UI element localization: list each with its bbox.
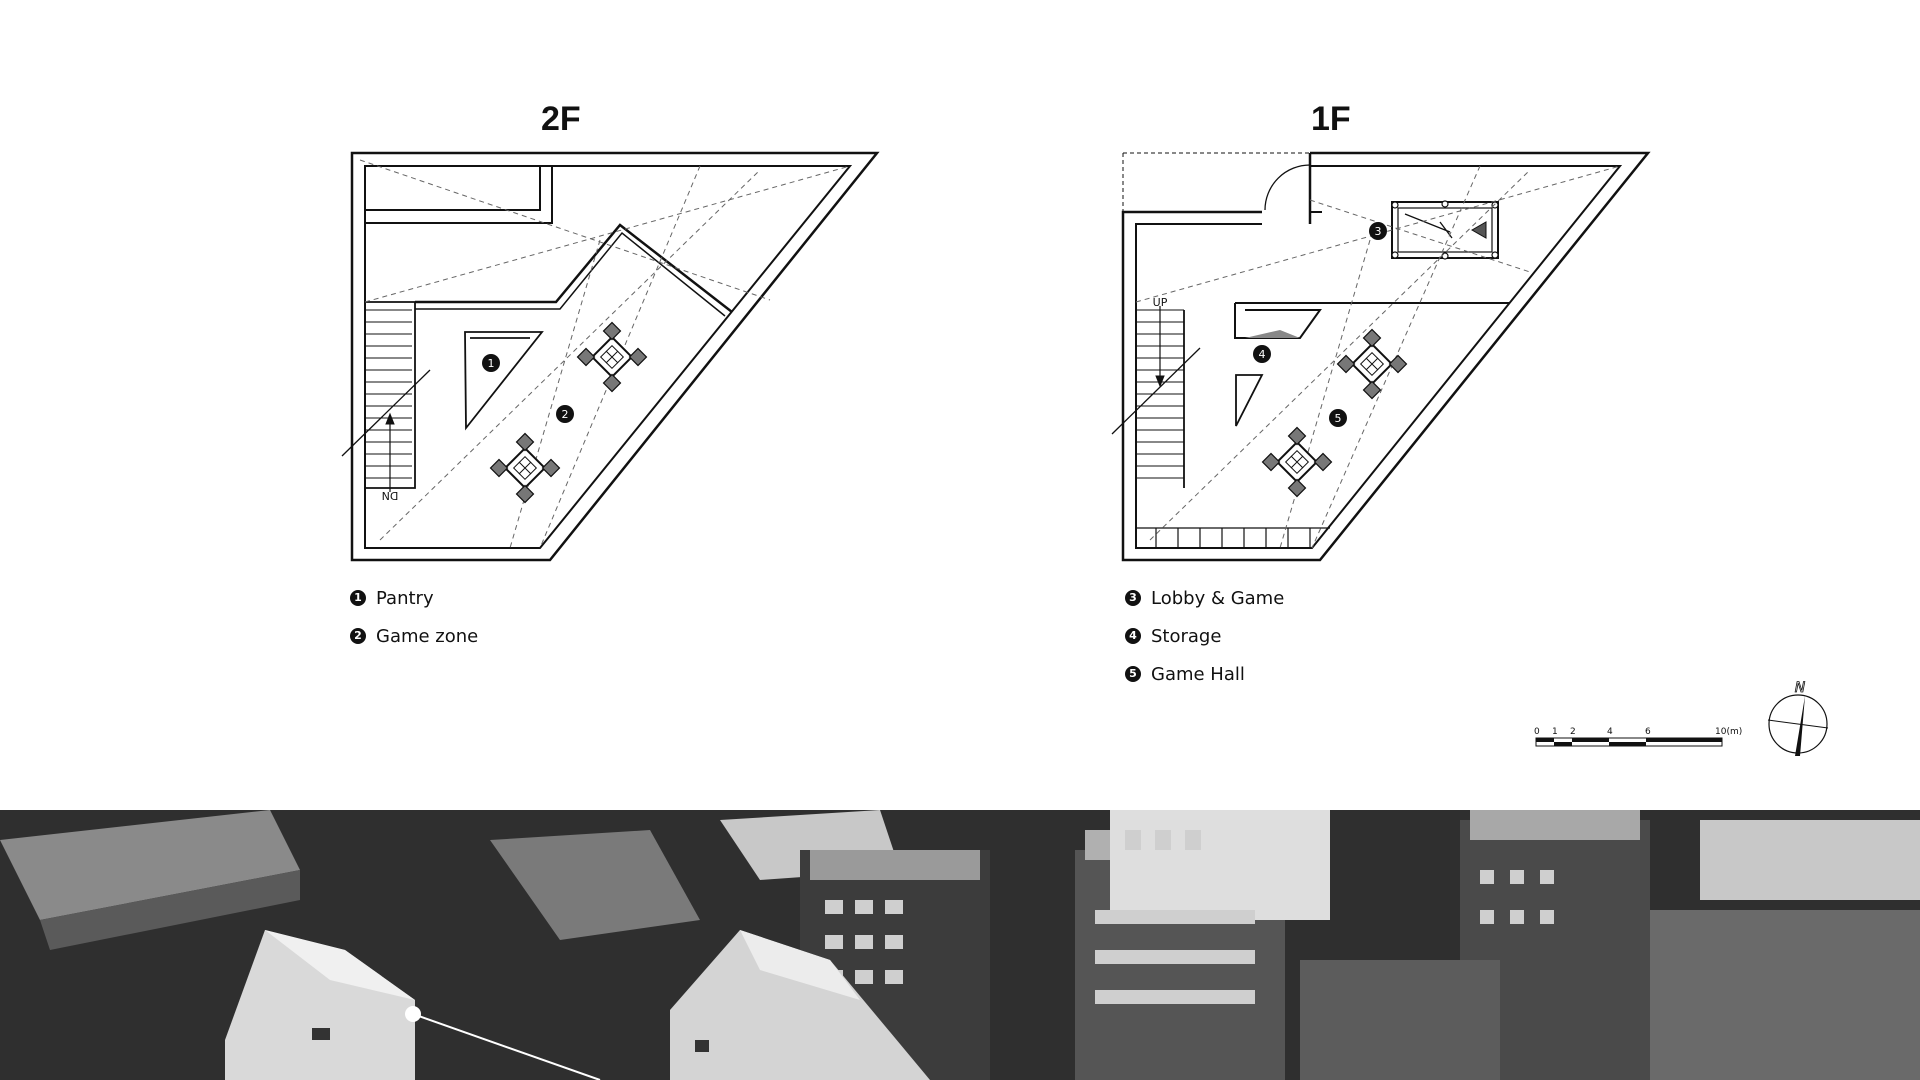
legend-label: Pantry	[376, 587, 434, 609]
scale-tick-label: 2	[1570, 727, 1576, 737]
scale-tick-label: 1	[1552, 727, 1558, 737]
north-label: N	[1795, 680, 1806, 696]
legend-item: 4 Storage	[1125, 617, 1284, 655]
plan-title-1f: 1F	[1311, 100, 1351, 138]
svg-text:1: 1	[488, 357, 495, 370]
legend-number: 2	[350, 628, 366, 644]
stair-up-label: UP	[1153, 296, 1168, 309]
svg-text:4: 4	[1259, 348, 1266, 361]
legend-label: Game zone	[376, 625, 479, 647]
plan-1f	[1111, 151, 1651, 562]
legend-item: 1 Pantry	[350, 579, 478, 617]
legend-number: 1	[350, 590, 366, 606]
plan-2f	[341, 151, 880, 562]
aerial-photo-image	[0, 810, 1920, 1080]
legend-2f: 1 Pantry 2 Game zone	[350, 579, 478, 655]
legend-number: 4	[1125, 628, 1141, 644]
legend-item: 2 Game zone	[350, 617, 478, 655]
stair-down-label: DN	[382, 489, 399, 502]
legend-number: 5	[1125, 666, 1141, 682]
scale-bar: 0 1 2 4 6 10(m)	[1534, 727, 1742, 747]
plan-drawing: DN 1 2	[341, 151, 1651, 562]
scale-tick-label: 4	[1607, 727, 1613, 737]
legend-number: 3	[1125, 590, 1141, 606]
legend-1f: 3 Lobby & Game 4 Storage 5 Game Hall	[1125, 579, 1284, 693]
floor-plans: 2F 1F	[341, 100, 1829, 756]
plan-1f-markers: 3 4 5	[1253, 222, 1387, 427]
aerial-photo	[0, 810, 1920, 1080]
legend-label: Storage	[1151, 625, 1222, 647]
scale-tick-label: 10(m)	[1715, 727, 1742, 737]
legend-item: 3 Lobby & Game	[1125, 579, 1284, 617]
svg-text:5: 5	[1335, 412, 1342, 425]
plan-title-2f: 2F	[541, 100, 581, 138]
plan-2f-markers: 1 2	[482, 354, 574, 423]
north-arrow-icon: N	[1767, 680, 1829, 756]
legend-label: Game Hall	[1151, 663, 1245, 685]
scale-tick-label: 6	[1645, 727, 1651, 737]
svg-text:3: 3	[1375, 225, 1382, 238]
scale-tick-label: 0	[1534, 727, 1540, 737]
svg-text:2: 2	[562, 408, 569, 421]
legend-item: 5 Game Hall	[1125, 655, 1284, 693]
legend-label: Lobby & Game	[1151, 587, 1285, 609]
